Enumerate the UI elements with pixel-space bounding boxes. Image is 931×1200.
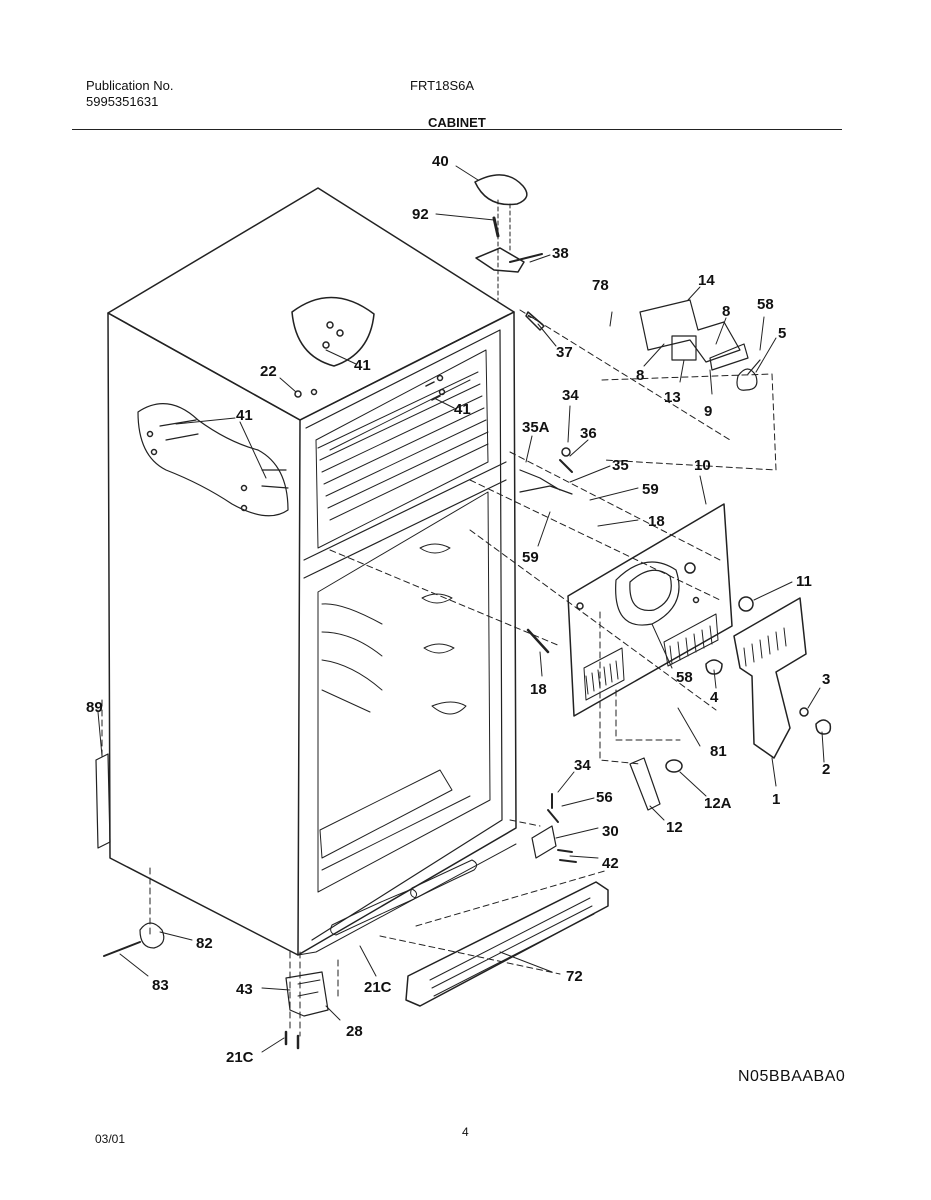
exploded-view-dashes [101, 309, 731, 1037]
callout-11: 11 [796, 573, 812, 590]
callout-83: 83 [152, 977, 169, 994]
publication-date: 03/01 [95, 1132, 126, 1146]
header-rule [72, 129, 842, 130]
callout-2: 2 [822, 761, 830, 778]
callout-42: 42 [602, 855, 619, 872]
callout-78: 78 [592, 277, 609, 294]
callout-10: 10 [694, 457, 711, 474]
callout-22: 22 [260, 363, 277, 380]
callout-59: 59 [522, 549, 539, 566]
toe-grille [405, 881, 609, 1007]
callout-58: 58 [757, 296, 774, 313]
refrigerator-cabinet [95, 187, 517, 956]
air-duct-housing [705, 596, 832, 759]
callout-36: 36 [580, 425, 597, 442]
diagram-code: N05BBAABA0 [738, 1068, 846, 1085]
callout-37: 37 [556, 344, 573, 361]
callout-43: 43 [236, 981, 253, 998]
callout-34: 34 [574, 757, 591, 774]
bottom-hinge-and-leveler [103, 922, 329, 1050]
page-number: 4 [462, 1125, 469, 1139]
callout-41: 41 [354, 357, 371, 374]
callout-41: 41 [454, 401, 471, 418]
callout-3: 3 [822, 671, 830, 688]
callout-34: 34 [562, 387, 579, 404]
callout-81: 81 [710, 743, 727, 760]
callout-12a: 12A [704, 795, 732, 812]
callout-89: 89 [86, 699, 103, 716]
callout-30: 30 [602, 823, 619, 840]
callout-28: 28 [346, 1023, 363, 1040]
callout-72: 72 [566, 968, 583, 985]
callout-8: 8 [722, 303, 730, 320]
publication-number: 5995351631 [86, 94, 159, 109]
evaporator-cover-panel [567, 503, 733, 717]
callout-leaders [97, 165, 825, 1053]
callout-14: 14 [698, 272, 715, 289]
callout-9: 9 [704, 403, 712, 420]
top-hinge-assembly [474, 174, 545, 331]
evaporator-fan-assembly [601, 299, 777, 471]
model-number: FRT18S6A [410, 78, 475, 93]
callout-38: 38 [552, 245, 569, 262]
callout-8: 8 [636, 367, 644, 384]
callout-18: 18 [530, 681, 547, 698]
callout-59: 59 [642, 481, 659, 498]
callout-4: 4 [710, 689, 719, 706]
callout-92: 92 [412, 206, 429, 223]
callout-35a: 35A [522, 419, 550, 436]
callout-18: 18 [648, 513, 665, 530]
callout-21c: 21C [364, 979, 392, 996]
callout-35: 35 [612, 457, 629, 474]
callout-12: 12 [666, 819, 683, 836]
callout-58: 58 [676, 669, 693, 686]
publication-label: Publication No. [86, 78, 174, 93]
small-brackets [519, 447, 683, 863]
callout-21c: 21C [226, 1049, 254, 1066]
callout-56: 56 [596, 789, 613, 806]
callout-13: 13 [664, 389, 681, 406]
callout-82: 82 [196, 935, 213, 952]
callout-1: 1 [772, 791, 780, 808]
section-title: CABINET [428, 115, 486, 130]
callout-40: 40 [432, 153, 449, 170]
callout-41: 41 [236, 407, 253, 424]
callout-5: 5 [778, 325, 786, 342]
